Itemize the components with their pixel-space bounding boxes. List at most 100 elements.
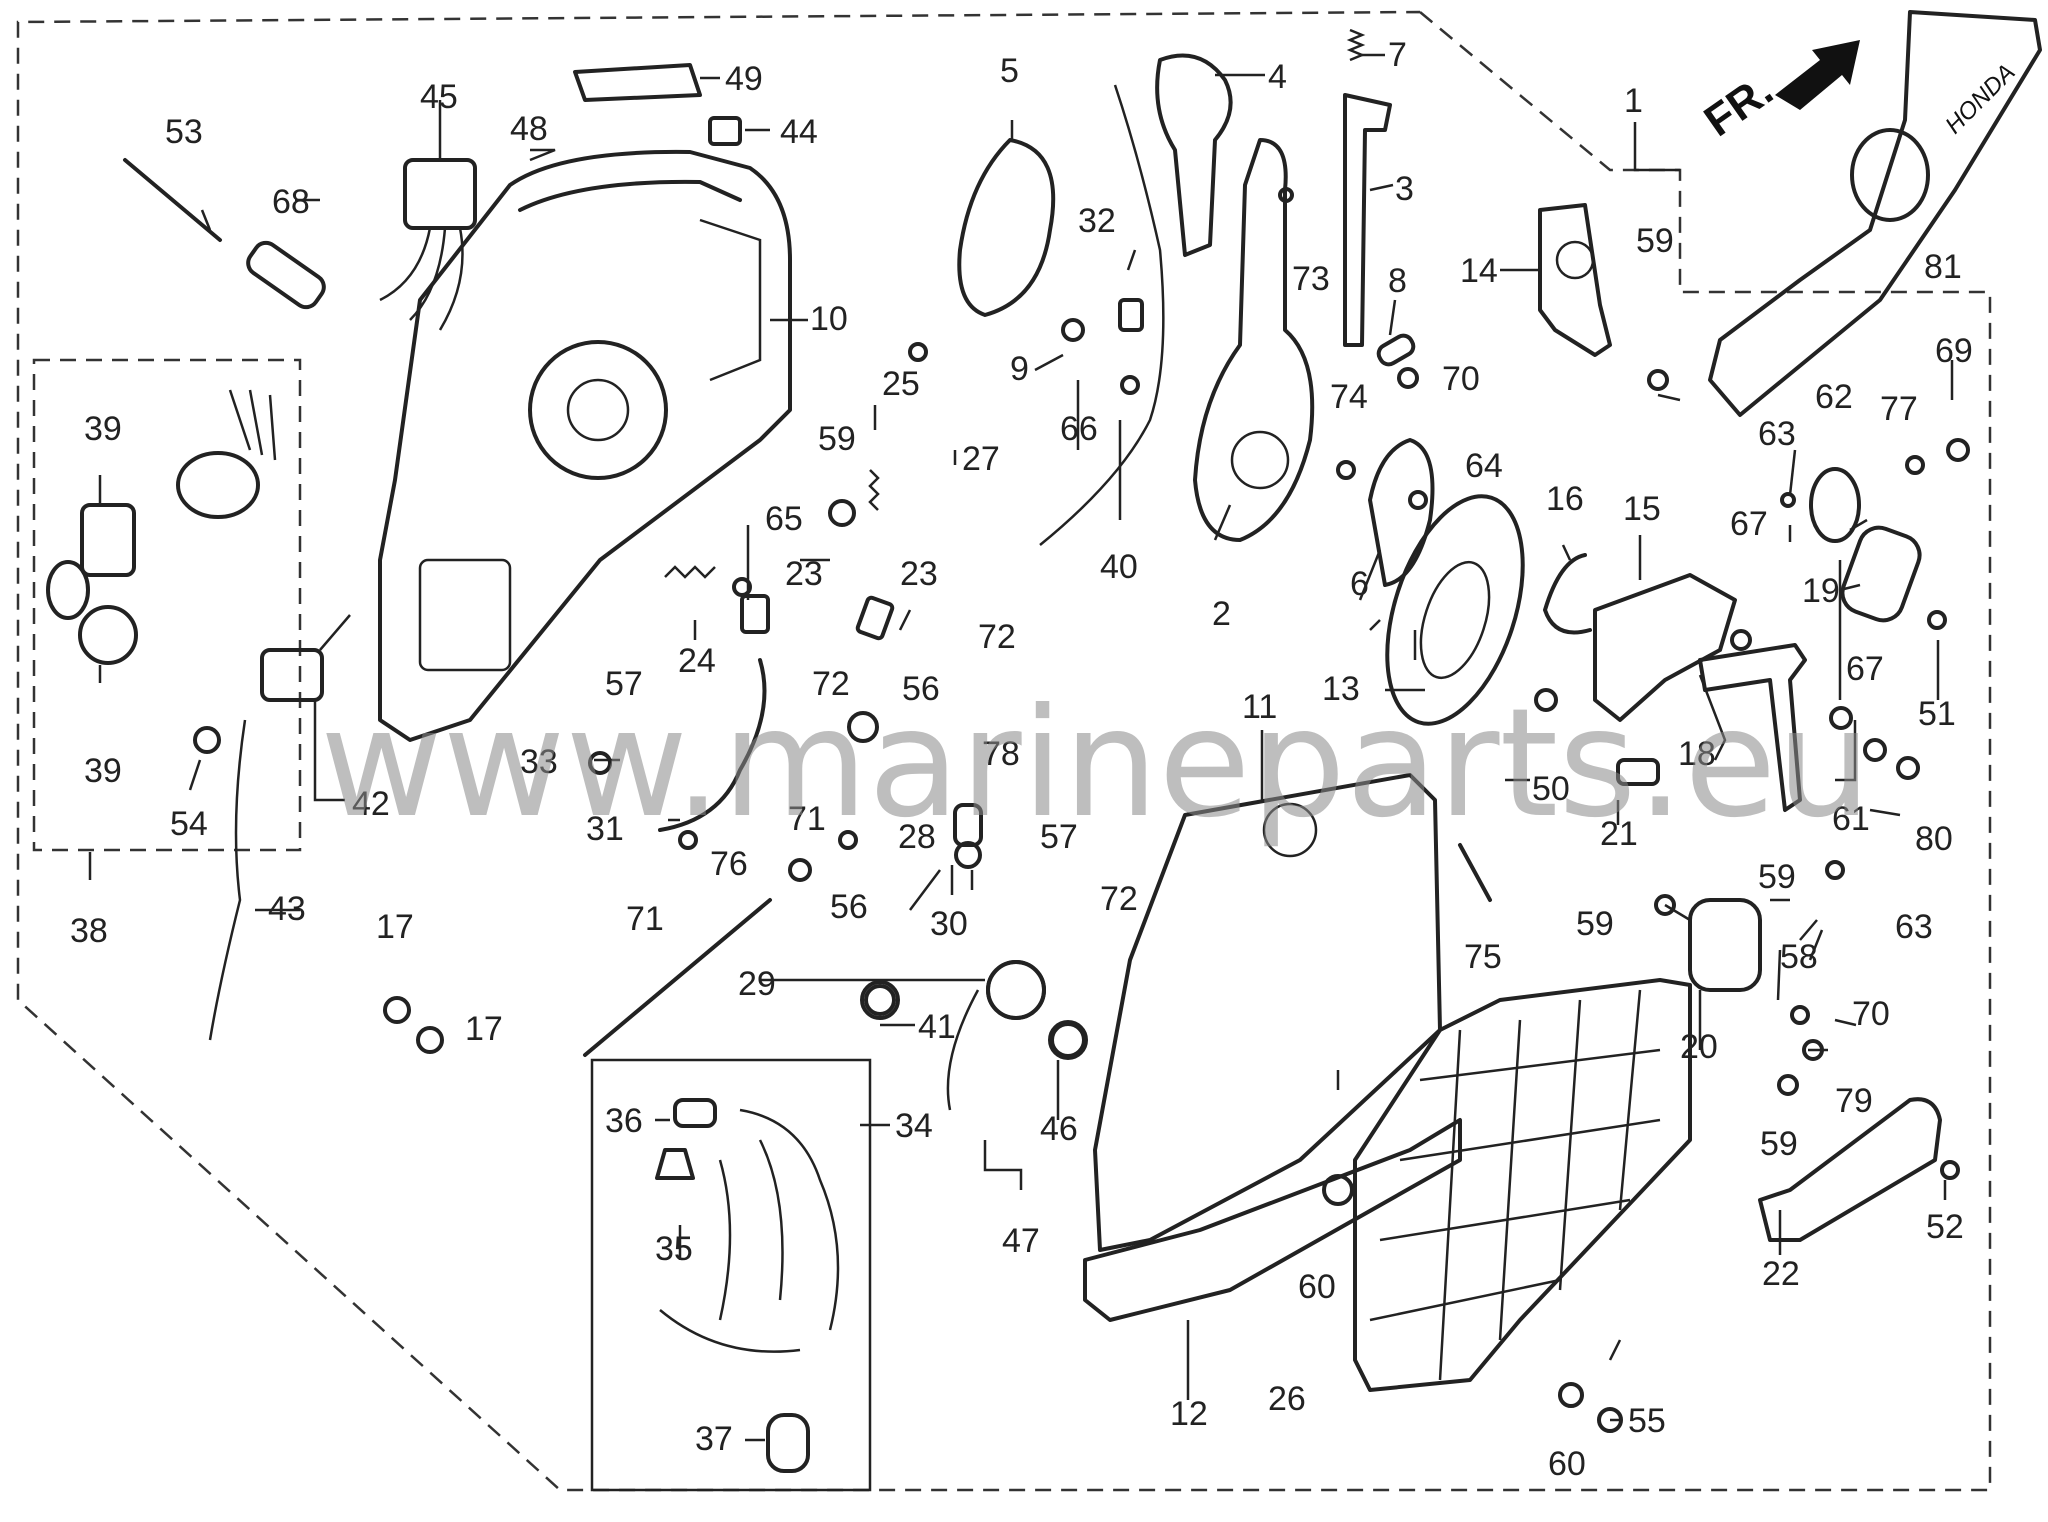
callout-35: 35 <box>655 1230 693 1268</box>
callout-27: 27 <box>962 440 1000 478</box>
callout-59e: 59 <box>1760 1125 1798 1163</box>
front-direction-indicator: FR. <box>1696 40 1860 146</box>
callout-28: 28 <box>898 818 936 856</box>
part-3-rod <box>1343 93 1392 347</box>
small-hardware <box>583 187 1970 1433</box>
callout-79: 79 <box>1835 1082 1873 1120</box>
part-39-key-switch <box>46 389 277 665</box>
callout-18: 18 <box>1678 735 1716 773</box>
callout-64: 64 <box>1465 447 1503 485</box>
callout-59c: 59 <box>1758 858 1796 896</box>
part-26-grid-cover <box>1353 978 1692 1392</box>
callout-43: 43 <box>268 890 306 928</box>
callout-81: 81 <box>1924 248 1962 286</box>
callout-33: 33 <box>520 743 558 781</box>
callout-46: 46 <box>1040 1110 1078 1148</box>
callout-13: 13 <box>1322 670 1360 708</box>
callout-69: 69 <box>1935 332 1973 370</box>
callout-50: 50 <box>1532 770 1570 808</box>
callout-16: 16 <box>1546 480 1584 518</box>
part-16-spring <box>1543 553 1592 635</box>
callout-30: 30 <box>930 905 968 943</box>
callout-48: 48 <box>510 110 548 148</box>
callout-34: 34 <box>895 1107 933 1145</box>
part-17b <box>416 1026 444 1054</box>
part-49 <box>573 63 702 102</box>
callout-17b: 17 <box>465 1010 503 1048</box>
callout-51: 51 <box>1918 695 1956 733</box>
callout-54: 54 <box>170 805 208 843</box>
callout-42: 42 <box>352 785 390 823</box>
callout-60b: 60 <box>1548 1445 1586 1483</box>
part-7-spring <box>1346 28 1366 62</box>
callout-77: 77 <box>1880 390 1918 428</box>
callout-37: 37 <box>695 1420 733 1458</box>
callout-20: 20 <box>1680 1028 1718 1066</box>
part-14-bracket <box>1538 203 1612 357</box>
callout-38: 38 <box>70 912 108 950</box>
callout-52: 52 <box>1926 1208 1964 1246</box>
callout-59a: 59 <box>818 420 856 458</box>
callout-9: 9 <box>1010 350 1029 388</box>
callout-59d: 59 <box>1576 905 1614 943</box>
callout-59b: 59 <box>1636 222 1674 260</box>
part-13-gear <box>1385 494 1525 726</box>
callout-24: 24 <box>678 642 716 680</box>
callout-8: 8 <box>1388 262 1407 300</box>
callout-55: 55 <box>1628 1402 1666 1440</box>
callout-11: 11 <box>1242 688 1277 726</box>
part-68-pin <box>246 240 326 310</box>
callout-78: 78 <box>982 735 1020 773</box>
callout-71b: 71 <box>626 900 664 938</box>
part-2-arm <box>1193 138 1315 542</box>
part-21 <box>1616 758 1660 786</box>
part-62-washer <box>1809 467 1861 543</box>
callout-73: 73 <box>1292 260 1330 298</box>
callout-53: 53 <box>165 113 203 151</box>
callout-12: 12 <box>1170 1395 1208 1433</box>
callout-39b: 39 <box>84 752 122 790</box>
callout-61: 61 <box>1832 800 1870 838</box>
callout-74: 74 <box>1330 378 1368 416</box>
callout-45: 45 <box>420 78 458 116</box>
callout-1: 1 <box>1624 82 1643 120</box>
callout-68: 68 <box>272 183 310 221</box>
part-22-lever <box>1758 1097 1942 1242</box>
part-41-46-47 <box>860 960 1088 1060</box>
callout-39a: 39 <box>84 410 122 448</box>
control-box-case <box>378 149 792 742</box>
callout-7: 7 <box>1388 36 1407 74</box>
callout-60a: 60 <box>1298 1268 1336 1306</box>
part-17a <box>383 996 411 1024</box>
callout-62: 62 <box>1815 378 1853 416</box>
callout-70b: 70 <box>1852 995 1890 1033</box>
callout-66: 66 <box>1060 410 1098 448</box>
callout-26: 26 <box>1268 1380 1306 1418</box>
callout-21: 21 <box>1600 815 1638 853</box>
direction-label: FR. <box>1696 65 1782 146</box>
callout-5: 5 <box>1000 52 1019 90</box>
callout-3: 3 <box>1395 170 1414 208</box>
callout-57a: 57 <box>605 665 643 703</box>
callout-40: 40 <box>1100 548 1138 586</box>
part-20 <box>1688 898 1762 992</box>
callout-6: 6 <box>1350 565 1369 603</box>
group-box-34 <box>590 1058 872 1492</box>
part-54-nut <box>193 726 221 754</box>
callout-49: 49 <box>725 60 763 98</box>
callout-72b: 72 <box>978 618 1016 656</box>
callout-31: 31 <box>586 810 624 848</box>
watermark: www.marineparts.eu <box>320 677 1872 851</box>
part-53-bolt <box>123 158 222 242</box>
callout-57b: 57 <box>1040 818 1078 856</box>
callout-14: 14 <box>1460 252 1498 290</box>
callout-23a: 23 <box>785 555 823 593</box>
callout-47: 47 <box>1002 1222 1040 1260</box>
callout-41: 41 <box>918 1008 956 1046</box>
callout-63b: 63 <box>1895 908 1933 946</box>
part-44 <box>708 116 742 146</box>
callout-15: 15 <box>1623 490 1661 528</box>
callout-22: 22 <box>1762 1255 1800 1293</box>
callout-29: 29 <box>738 965 776 1003</box>
